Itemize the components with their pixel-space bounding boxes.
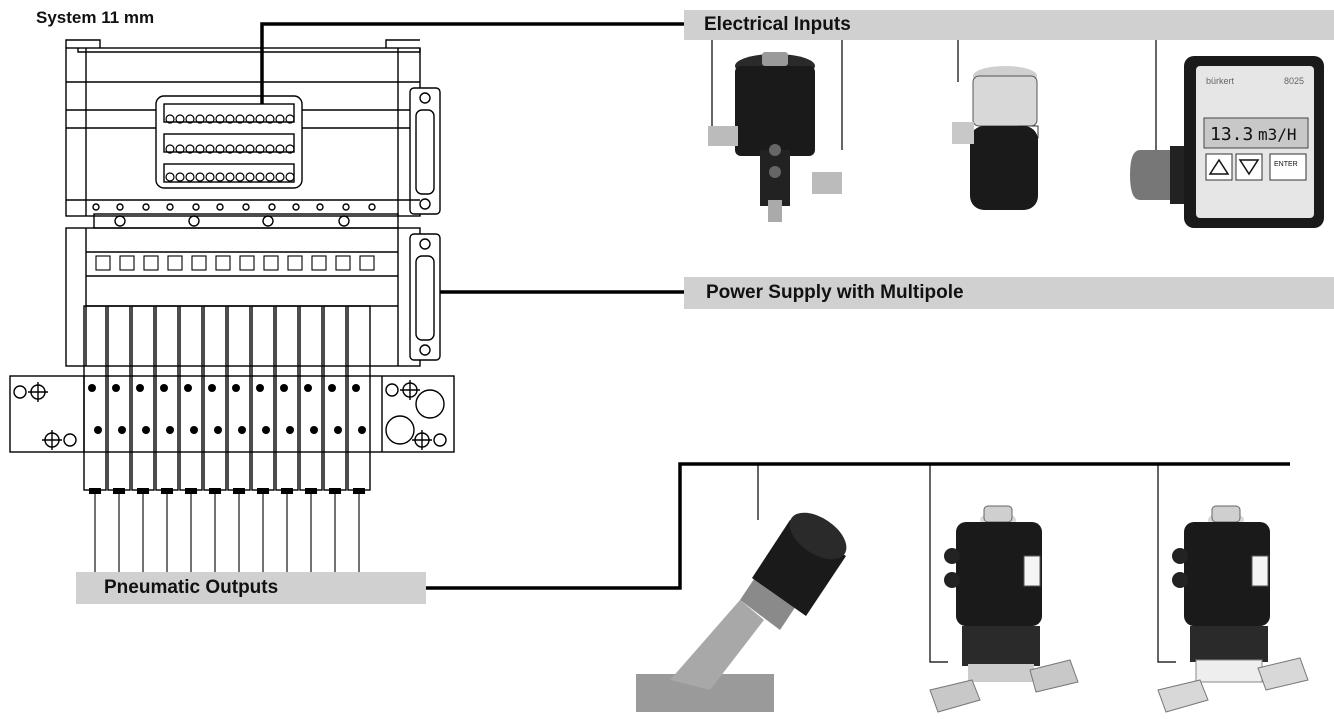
- display-model: 8025: [1284, 76, 1304, 86]
- position-sensor-icon: [708, 52, 842, 222]
- display-reading: 13.3: [1210, 124, 1253, 145]
- flow-display-unit-icon: bürkert 8025 13.3 m3/H ENTER: [1130, 56, 1324, 228]
- display-brand: bürkert: [1206, 76, 1235, 86]
- electrical-inputs-label: Electrical Inputs: [684, 10, 1334, 40]
- diaphragm-valve-icon: [1157, 505, 1309, 713]
- angle-seat-valve-icon: [636, 512, 847, 712]
- diaphragm-valve-icon: [929, 505, 1079, 713]
- valve-slices: [83, 305, 371, 491]
- terminal-rows: [163, 103, 295, 183]
- display-unit: m3/H: [1258, 125, 1297, 144]
- display-enter: ENTER: [1274, 161, 1298, 168]
- valve-terminal-drawing: [9, 39, 455, 572]
- diagram-title: System 11 mm: [36, 8, 155, 27]
- limit-switch-head-icon: [952, 66, 1039, 210]
- power-supply-label: Power Supply with Multipole: [684, 277, 1334, 309]
- pneumatic-tubes: [94, 494, 360, 572]
- connector-lines: [260, 22, 1290, 663]
- pneumatic-outputs-label: Pneumatic Outputs: [76, 572, 426, 604]
